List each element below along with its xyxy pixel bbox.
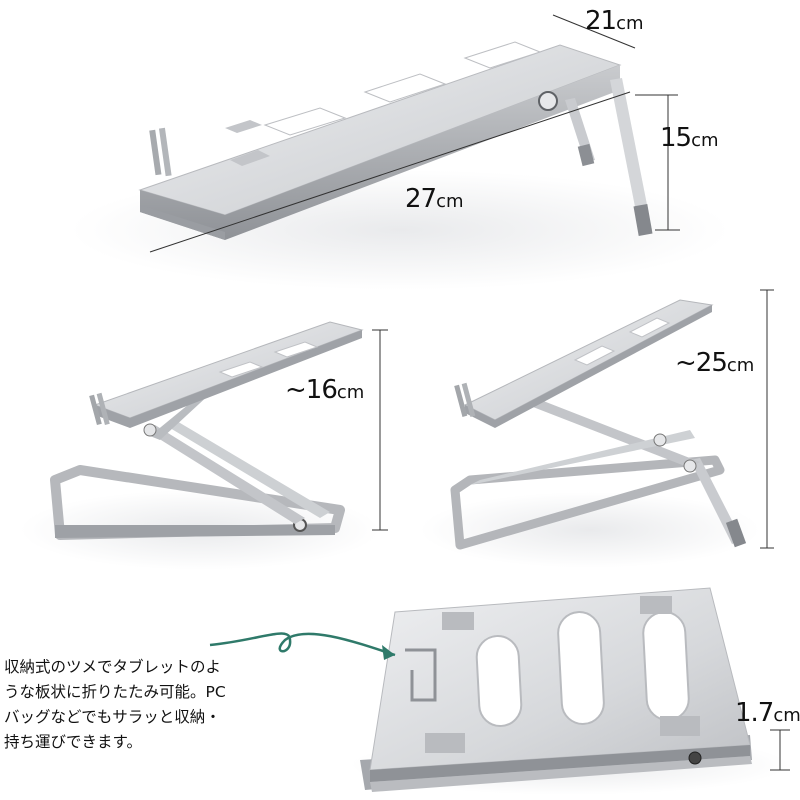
dimension-height: 15cm <box>660 123 719 153</box>
dimension-high-height: ~25cm <box>675 348 755 378</box>
stand-top-view <box>70 14 730 290</box>
caption-line: うな板状に折りたたみ可能。PC <box>4 683 226 701</box>
dimension-width: 21cm <box>585 6 644 36</box>
dimension-low-height: ~16cm <box>285 375 365 405</box>
dimension-thickness: 1.7cm <box>735 698 800 728</box>
caption-line: バッグなどでもサラッと収納・ <box>4 708 221 726</box>
stand-high-position <box>420 289 774 568</box>
caption-line: 収納式のツメでタブレットのよ <box>4 658 222 676</box>
stand-folded <box>209 587 790 795</box>
dimension-length: 27cm <box>405 184 464 214</box>
folding-caption: 収納式のツメでタブレットのよ うな板状に折りたたみ可能。PC バッグなどでもサラ… <box>4 655 294 755</box>
arrow-icon <box>209 632 396 657</box>
caption-line: 持ち運びできます。 <box>4 733 142 751</box>
stand-low-position <box>20 321 388 570</box>
